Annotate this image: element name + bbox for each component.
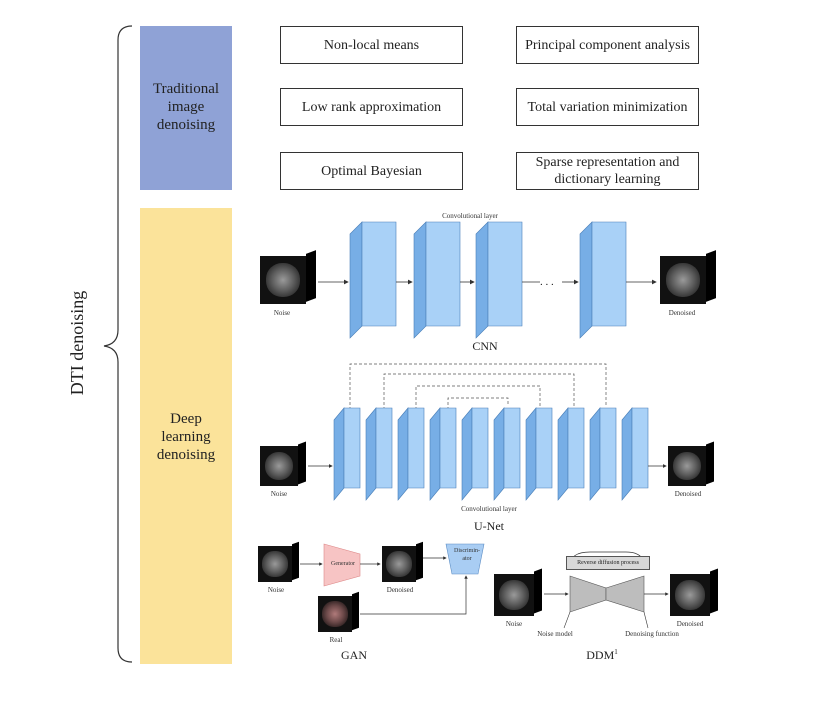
deep-label-line: Deep xyxy=(170,411,202,427)
cnn-denoised-image xyxy=(660,256,706,304)
ddm-denoising-function-label: Denoising function xyxy=(625,630,679,638)
generator-shape xyxy=(323,543,361,587)
unet-denoised-image xyxy=(668,446,706,486)
deep-label-line: learning xyxy=(161,429,211,445)
gan-noise-label: Noise xyxy=(267,586,285,594)
gan-title: GAN xyxy=(341,648,367,662)
method-optimal-bayesian: Optimal Bayesian xyxy=(280,152,463,190)
unet-denoised-image-side xyxy=(706,441,714,485)
unet-layer xyxy=(493,407,521,501)
unet-layer xyxy=(333,407,361,501)
unet-network xyxy=(308,363,667,501)
traditional-panel xyxy=(140,26,232,190)
deep-learning-label: Deep learning denoising xyxy=(140,410,232,464)
discriminator-shape xyxy=(445,543,485,575)
gan-network xyxy=(300,543,485,615)
gan-discriminator-line: Discrimin- xyxy=(454,548,480,554)
unet-layer xyxy=(621,407,649,501)
cnn-ellipsis: . . . xyxy=(540,276,554,288)
gan-noise-image xyxy=(258,546,292,582)
unet-layer xyxy=(525,407,553,501)
ddm-network xyxy=(544,551,669,629)
cnn-layer xyxy=(413,221,461,339)
deep-label-line: denoising xyxy=(156,447,216,463)
unet-layer-label: Convolutional layer xyxy=(461,505,517,513)
deep-learning-panel xyxy=(140,208,232,664)
traditional-label-line: Traditional xyxy=(152,81,220,97)
gan-generator-label: Generator xyxy=(331,561,355,567)
traditional-label-line: image xyxy=(167,99,205,115)
ddm-noise-model-label: Noise model xyxy=(537,630,573,638)
unet-layer xyxy=(461,407,489,501)
cnn-layer-label: Convolutional layer xyxy=(442,212,498,220)
gan-denoised-image xyxy=(382,546,416,582)
ddm-title-sup: 1 xyxy=(614,648,618,656)
ddm-noise-label: Noise xyxy=(505,620,523,628)
unet-layer xyxy=(557,407,585,501)
ddm-title: DDM1 xyxy=(582,648,622,663)
gan-denoised-image-side xyxy=(416,541,423,581)
ddm-denoised-image xyxy=(670,574,710,616)
ddm-denoised-label: Denoised xyxy=(676,620,704,628)
ddm-noise-image xyxy=(494,574,534,616)
traditional-label-line: denoising xyxy=(156,117,216,133)
method-pca: Principal component analysis xyxy=(516,26,699,64)
gan-discriminator-label: Discrimin- ator xyxy=(448,547,486,563)
gan-discriminator-line: ator xyxy=(462,556,472,562)
gan-real-label: Real xyxy=(329,636,343,644)
unet-denoised-label: Denoised xyxy=(674,490,702,498)
ddm-title-text: DDM xyxy=(586,648,615,662)
ddm-decoder-shape xyxy=(605,575,645,613)
unet-layer xyxy=(429,407,457,501)
dti-denoising-label: DTI denoising xyxy=(67,290,87,396)
method-sparse-representation: Sparse representation and dictionary lea… xyxy=(516,152,699,190)
gan-real-image xyxy=(318,596,352,632)
method-non-local-means: Non-local means xyxy=(280,26,463,64)
cnn-network xyxy=(318,221,657,339)
traditional-label: Traditional image denoising xyxy=(140,80,232,134)
cnn-layer xyxy=(579,221,627,339)
unet-layer xyxy=(397,407,425,501)
cnn-title: CNN xyxy=(472,339,498,353)
gan-real-image-side xyxy=(352,591,359,631)
cnn-layer xyxy=(475,221,523,339)
ddm-encoder-shape xyxy=(569,575,607,613)
cnn-noise-label: Noise xyxy=(273,309,291,317)
method-total-variation: Total variation minimization xyxy=(516,88,699,126)
unet-noise-label: Noise xyxy=(270,490,288,498)
gan-denoised-label: Denoised xyxy=(386,586,414,594)
main-brace xyxy=(103,25,133,663)
ddm-process-label: Reverse diffusion process xyxy=(566,556,650,570)
ddm-denoised-image-side xyxy=(710,568,718,614)
method-low-rank: Low rank approximation xyxy=(280,88,463,126)
cnn-denoised-image-side xyxy=(706,250,716,302)
unet-noise-image xyxy=(260,446,298,486)
unet-layer xyxy=(589,407,617,501)
unet-title: U-Net xyxy=(474,519,504,533)
cnn-noise-image xyxy=(260,256,306,304)
unet-layer xyxy=(365,407,393,501)
cnn-layer xyxy=(349,221,397,339)
cnn-denoised-label: Denoised xyxy=(668,309,696,317)
